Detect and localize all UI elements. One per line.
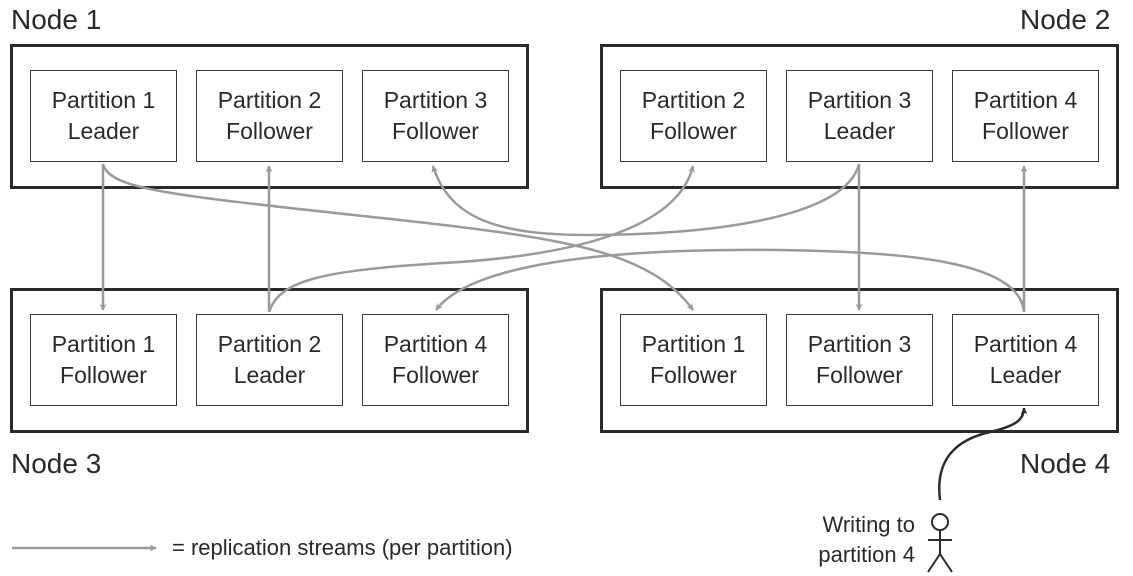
node-3-partition-1: Partition 1 Follower [30,314,177,406]
node-3-partition-4: Partition 4 Follower [362,314,509,406]
node-4-partition-1: Partition 1 Follower [620,314,767,406]
partition-role: Leader [989,362,1062,388]
partition-role: Follower [392,118,479,144]
partition-number: Partition 2 [641,87,746,113]
node-4-partition-3: Partition 3 Follower [786,314,933,406]
node-1-partition-2: Partition 2 Follower [196,70,343,162]
node-1-label: Node 1 [11,4,102,35]
partition-role: Follower [60,362,147,388]
partition-role: Follower [650,118,737,144]
legend-text: = replication streams (per partition) [172,535,513,560]
partition-number: Partition 2 [217,331,322,357]
node-4-label: Node 4 [1020,448,1111,479]
partition-role: Leader [823,118,896,144]
partition-number: Partition 1 [641,331,746,357]
writer-label-line-1: Writing to [822,512,915,537]
partition-number: Partition 3 [807,87,912,113]
partition-number: Partition 4 [383,331,488,357]
partition-number: Partition 1 [51,331,156,357]
node-3-label: Node 3 [11,448,102,479]
writer-label: Writing to partition 4 [790,510,915,570]
node-3-partition-2: Partition 2 Leader [196,314,343,406]
partition-number: Partition 4 [973,87,1078,113]
partition-number: Partition 4 [973,331,1078,357]
node-2-label: Node 2 [1020,4,1111,35]
node-2-partition-2: Partition 2 Follower [620,70,767,162]
partition-number: Partition 3 [383,87,488,113]
partition-role: Leader [233,362,306,388]
node-2-partition-4: Partition 4 Follower [952,70,1099,162]
partition-role: Leader [67,118,140,144]
person-icon [927,513,953,573]
writer-label-line-2: partition 4 [818,542,915,567]
node-1-partition-3: Partition 3 Follower [362,70,509,162]
partition-role: Follower [816,362,903,388]
partition-number: Partition 3 [807,331,912,357]
partition-number: Partition 1 [51,87,156,113]
partition-number: Partition 2 [217,87,322,113]
partition-role: Follower [982,118,1069,144]
partition-role: Follower [392,362,479,388]
node-4-partition-4: Partition 4 Leader [952,314,1099,406]
partition-role: Follower [226,118,313,144]
partition-role: Follower [650,362,737,388]
node-2-partition-3: Partition 3 Leader [786,70,933,162]
node-1-partition-1: Partition 1 Leader [30,70,177,162]
